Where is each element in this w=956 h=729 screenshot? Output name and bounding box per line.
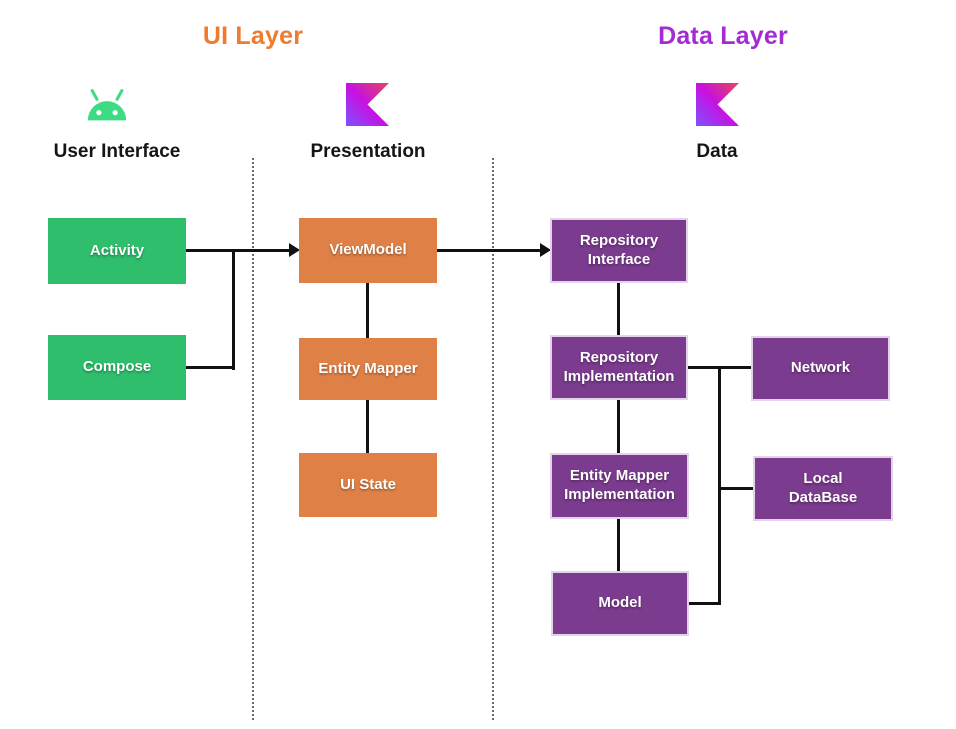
kotlin-icon — [346, 83, 389, 126]
connector-network-branch — [718, 366, 721, 605]
column-separator — [492, 158, 494, 720]
column-separator — [252, 158, 254, 720]
connector-compose-branch — [186, 366, 235, 369]
node-activity: Activity — [48, 218, 186, 284]
android-icon — [84, 85, 130, 125]
connector-emapperimpl-model — [617, 519, 620, 571]
connector-viewmodel-entitymapper — [366, 283, 369, 338]
node-ui-state: UI State — [299, 453, 437, 517]
connector-compose-branch — [232, 249, 235, 370]
data-layer-title: Data Layer — [658, 22, 788, 50]
node-repository-interface: Repository Interface — [550, 218, 688, 283]
node-compose: Compose — [48, 335, 186, 400]
ui-layer-title: UI Layer — [202, 22, 304, 50]
node-network: Network — [751, 336, 890, 401]
column-label-user-interface: User Interface — [53, 141, 181, 162]
node-local-database: Local DataBase — [753, 456, 893, 521]
arrowhead-icon — [289, 243, 300, 257]
node-model: Model — [551, 571, 689, 636]
arrowhead-icon — [540, 243, 551, 257]
node-repository-implementation: Repository Implementation — [550, 335, 688, 400]
connector-viewmodel-repository — [437, 249, 541, 252]
connector-branch-model — [689, 602, 721, 605]
node-viewmodel: ViewModel — [299, 218, 437, 283]
node-entity-mapper: Entity Mapper — [299, 338, 437, 400]
column-label-presentation: Presentation — [310, 141, 426, 162]
kotlin-icon — [696, 83, 739, 126]
connector-branch-localdb — [718, 487, 754, 490]
connector-entitymapper-uistate — [366, 400, 369, 453]
connector-repoimpl-emapperimpl — [617, 400, 620, 453]
column-label-data: Data — [696, 141, 738, 162]
node-entity-mapper-implementation: Entity Mapper Implementation — [550, 453, 689, 519]
connector-repointerface-repoimpl — [617, 283, 620, 335]
connector-activity-viewmodel — [186, 249, 290, 252]
